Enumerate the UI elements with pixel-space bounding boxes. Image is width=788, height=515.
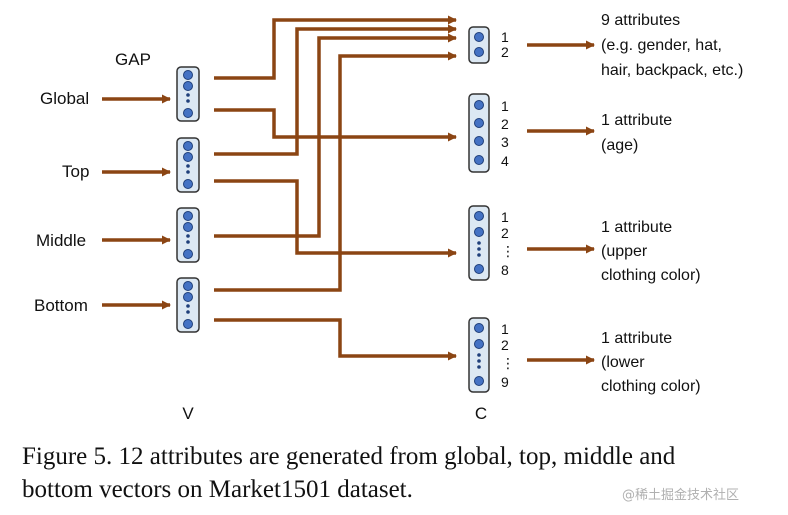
- output4-desc-line1: 1 attribute: [601, 330, 672, 347]
- output3-desc-line2: (upper: [601, 243, 648, 260]
- c1-index-1: 1: [501, 29, 509, 45]
- connector-global-2: [214, 108, 457, 142]
- output1-desc-line2: (e.g. gender, hat,: [601, 37, 722, 54]
- c4-index-2: 2: [501, 337, 509, 353]
- v-vector-bottom: [176, 277, 200, 333]
- gap-label: GAP: [115, 50, 151, 69]
- caption-line-1: Figure 5. 12 attributes are generated fr…: [22, 443, 676, 470]
- c-column-label: C: [475, 404, 487, 423]
- v-vector-top: [176, 137, 200, 193]
- c4-ellipsis: ⋮: [501, 355, 515, 371]
- connector-bottom-2: [214, 318, 457, 361]
- c4-index-last: 9: [501, 374, 509, 390]
- v-vector-global: [176, 66, 200, 122]
- input-label-top: Top: [62, 162, 89, 181]
- input-label-middle: Middle: [36, 231, 86, 250]
- c-vector-1: [468, 26, 490, 64]
- output3-desc-line1: 1 attribute: [601, 219, 672, 236]
- v-column-label: V: [182, 404, 194, 423]
- connector-middle: [214, 33, 457, 238]
- output4-desc-line3: clothing color): [601, 378, 701, 395]
- v-vector-middle: [176, 207, 200, 263]
- input-label-global: Global: [40, 89, 89, 108]
- c2-index-4: 4: [501, 153, 509, 169]
- c3-index-last: 8: [501, 262, 509, 278]
- connector-bottom-1: [214, 51, 457, 292]
- caption-line-2: bottom vectors on Market1501 dataset.: [22, 476, 413, 503]
- c2-index-1: 1: [501, 98, 509, 114]
- network-diagram: GAP Global Top Middle Bottom: [34, 12, 743, 423]
- c1-index-2: 2: [501, 44, 509, 60]
- c3-index-1: 1: [501, 209, 509, 225]
- output2-desc-line1: 1 attribute: [601, 112, 672, 129]
- c2-index-2: 2: [501, 116, 509, 132]
- connector-top-2: [214, 179, 457, 258]
- output1-desc-line3: hair, backpack, etc.): [601, 62, 743, 79]
- c4-index-1: 1: [501, 321, 509, 337]
- output4-desc-line2: (lower: [601, 354, 645, 371]
- c3-index-2: 2: [501, 225, 509, 241]
- c-vector-3: [468, 205, 490, 281]
- output1-desc-line1: 9 attributes: [601, 12, 680, 29]
- output3-desc-line3: clothing color): [601, 267, 701, 284]
- connector-global-1: [214, 15, 457, 80]
- input-label-bottom: Bottom: [34, 296, 88, 315]
- c-vector-2: [468, 93, 490, 173]
- watermark: @稀土掘金技术社区: [622, 488, 740, 503]
- c-vector-4: [468, 317, 490, 393]
- c3-ellipsis: ⋮: [501, 243, 515, 259]
- output2-desc-line2: (age): [601, 137, 638, 154]
- connector-top-1: [214, 24, 457, 156]
- figure-caption: Figure 5. 12 attributes are generated fr…: [22, 440, 782, 506]
- c2-index-3: 3: [501, 134, 509, 150]
